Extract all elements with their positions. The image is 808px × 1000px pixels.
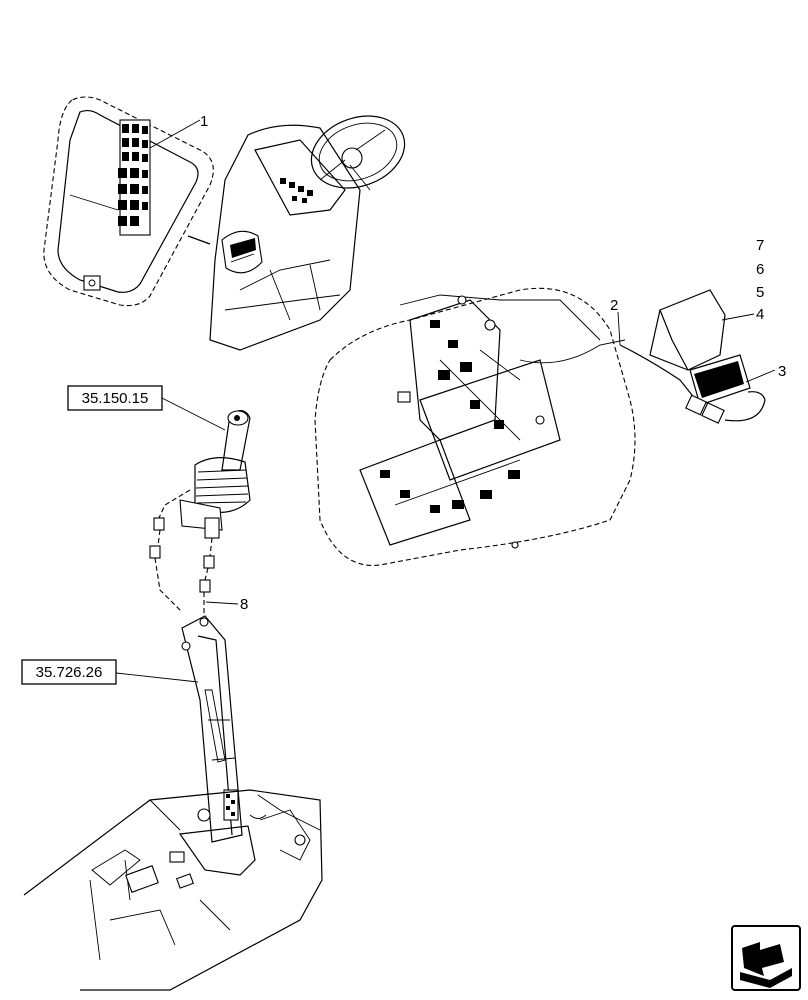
next-page-arrow-icon[interactable] bbox=[731, 925, 801, 991]
callout-3: 3 bbox=[778, 363, 786, 380]
callout-1: 1 bbox=[200, 113, 208, 130]
joystick-assembly bbox=[149, 410, 251, 615]
callout-7: 7 bbox=[756, 237, 764, 254]
ref-box-lever[interactable] bbox=[21, 659, 117, 685]
callout-4: 4 bbox=[756, 306, 764, 323]
ref-joystick-label[interactable]: 35.150.15 bbox=[82, 390, 149, 407]
callout-6: 6 bbox=[756, 261, 764, 278]
ref-box-joystick[interactable] bbox=[67, 385, 163, 411]
callout-8: 8 bbox=[240, 596, 248, 613]
lever-console bbox=[23, 615, 323, 991]
steering-console bbox=[187, 115, 406, 351]
callout-2: 2 bbox=[610, 297, 618, 314]
callout-5: 5 bbox=[756, 284, 764, 301]
fuse-box-detail bbox=[43, 96, 214, 307]
foot-pedal-assembly bbox=[619, 289, 766, 424]
valve-harness-assembly bbox=[314, 287, 636, 566]
ref-lever-label[interactable]: 35.726.26 bbox=[36, 664, 103, 681]
